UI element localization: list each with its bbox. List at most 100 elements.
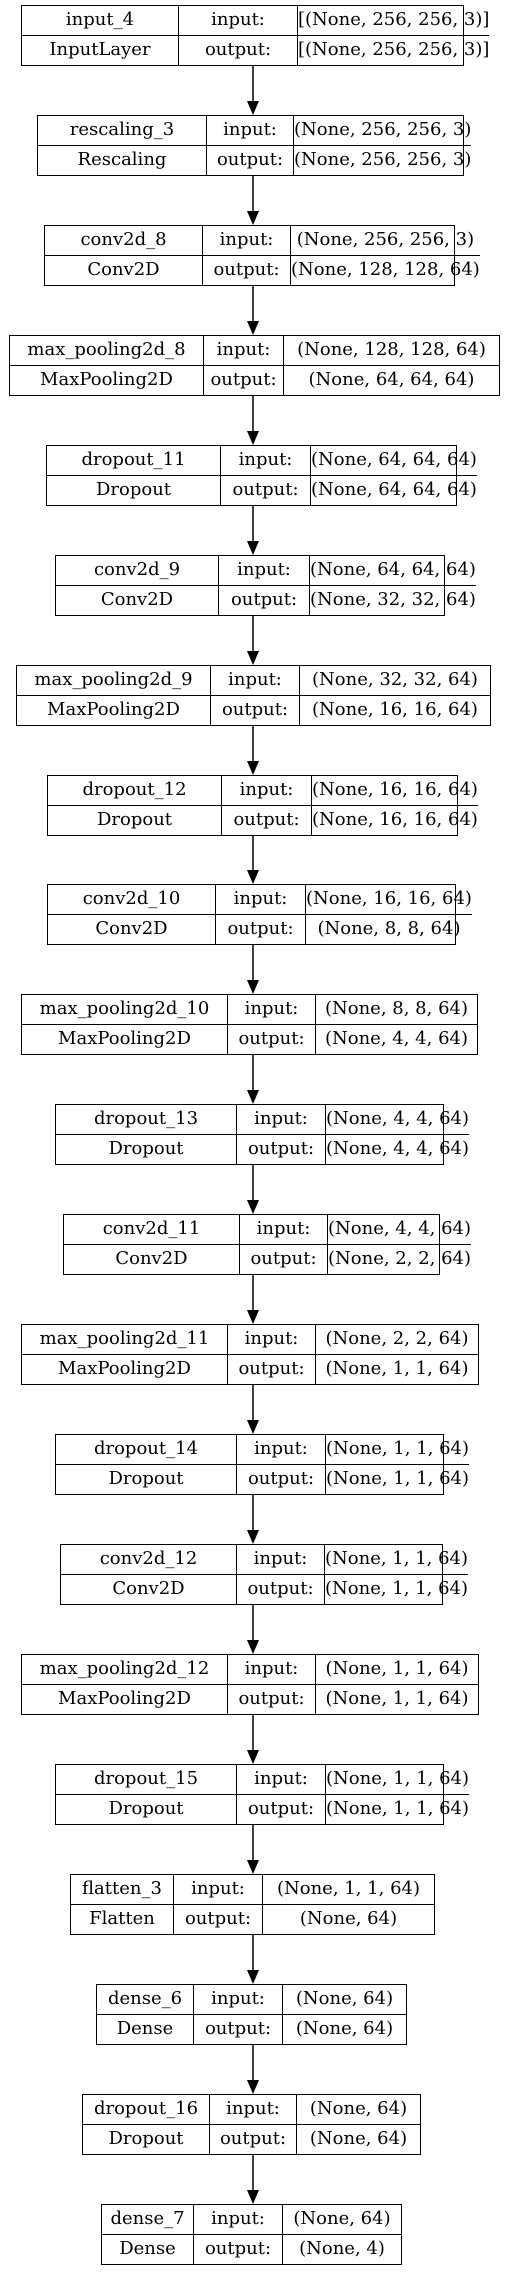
edge-arrowhead bbox=[247, 101, 259, 115]
output-shape: (None, 4, 4, 64) bbox=[326, 1138, 470, 1160]
edge-arrowhead bbox=[247, 1420, 259, 1434]
edge-arrowhead bbox=[247, 761, 259, 775]
input-label: input: bbox=[228, 1325, 316, 1355]
layer-type: Dropout bbox=[56, 1134, 237, 1164]
output-shape: (None, 32, 32, 64) bbox=[310, 589, 476, 611]
layer-type: Conv2D bbox=[45, 255, 203, 285]
edge-arrowhead bbox=[247, 1750, 259, 1764]
input-label: input: bbox=[210, 2095, 297, 2125]
output-shape: (None, 256, 256, 3) bbox=[294, 149, 472, 171]
output-shape: (None, 16, 16, 64) bbox=[312, 809, 478, 831]
output-shape: (None, 8, 8, 64) bbox=[317, 918, 461, 940]
input-shape: (None, 32, 32, 64) bbox=[300, 666, 490, 696]
input-shape: (None, 64) bbox=[297, 2095, 420, 2125]
layer-type: MaxPooling2D bbox=[22, 1024, 228, 1054]
input-label: input: bbox=[237, 1765, 326, 1795]
layer-type: Rescaling bbox=[38, 145, 207, 175]
output-label: output: bbox=[237, 1794, 326, 1824]
edge-arrowhead bbox=[247, 1200, 259, 1214]
input-shape: (None, 64, 64, 64) bbox=[311, 446, 477, 476]
layer-name: conv2d_11 bbox=[64, 1215, 240, 1245]
edge-arrowhead bbox=[247, 321, 259, 335]
output-shape: (None, 1, 1, 64) bbox=[326, 1468, 470, 1490]
output-label: output: bbox=[219, 585, 310, 615]
input-label: input: bbox=[216, 885, 306, 915]
output-label: output: bbox=[228, 1354, 316, 1384]
layer-name: dropout_15 bbox=[56, 1765, 237, 1795]
input-label: input: bbox=[228, 995, 316, 1025]
edge-arrowhead bbox=[247, 1640, 259, 1654]
output-label: output: bbox=[237, 1464, 326, 1494]
output-shape: (None, 4) bbox=[299, 2238, 385, 2260]
output-shape: (None, 16, 16, 64) bbox=[312, 699, 478, 721]
input-shape: (None, 1, 1, 64) bbox=[325, 1545, 469, 1575]
input-label: input: bbox=[237, 1545, 325, 1575]
layer-name: max_pooling2d_10 bbox=[22, 995, 228, 1025]
output-label: output: bbox=[203, 255, 291, 285]
input-label: input: bbox=[204, 336, 284, 366]
layer-type: Dropout bbox=[56, 1794, 237, 1824]
input-shape: (None, 16, 16, 64) bbox=[312, 776, 478, 806]
output-shape: (None, 64) bbox=[309, 2128, 408, 2150]
edge-arrowhead bbox=[247, 1090, 259, 1104]
input-label: input: bbox=[207, 116, 294, 146]
edge-arrowhead bbox=[247, 1310, 259, 1324]
layer-name: conv2d_9 bbox=[56, 556, 219, 586]
input-shape: (None, 1, 1, 64) bbox=[263, 1875, 434, 1905]
input-label: input: bbox=[237, 1105, 326, 1135]
output-shape: (None, 1, 1, 64) bbox=[326, 1798, 470, 1820]
output-shape: (None, 64) bbox=[299, 1908, 398, 1930]
layer-name: rescaling_3 bbox=[38, 116, 207, 146]
input-shape: (None, 128, 128, 64) bbox=[284, 336, 499, 366]
input-label: input: bbox=[211, 666, 300, 696]
input-shape: (None, 4, 4, 64) bbox=[328, 1215, 472, 1245]
layer-name: max_pooling2d_8 bbox=[10, 336, 204, 366]
output-label: output: bbox=[228, 1024, 316, 1054]
input-shape: (None, 64, 64, 64) bbox=[310, 556, 476, 586]
input-shape: (None, 1, 1, 64) bbox=[326, 1435, 470, 1465]
layer-type: Dropout bbox=[56, 1464, 237, 1494]
layer-type: Dropout bbox=[47, 475, 221, 505]
input-shape: (None, 8, 8, 64) bbox=[316, 995, 477, 1025]
layer-type: Dropout bbox=[48, 805, 222, 835]
layer-name: conv2d_10 bbox=[48, 885, 216, 915]
layer-name: conv2d_8 bbox=[45, 226, 203, 256]
input-shape: (None, 256, 256, 3) bbox=[294, 116, 472, 146]
input-shape: (None, 2, 2, 64) bbox=[316, 1325, 478, 1355]
input-shape: (None, 256, 256, 3) bbox=[291, 226, 480, 256]
layer-type: Dense bbox=[97, 2014, 194, 2044]
layer-name: flatten_3 bbox=[71, 1875, 174, 1905]
input-shape: (None, 64) bbox=[283, 1985, 406, 2015]
output-label: output: bbox=[204, 365, 284, 395]
output-label: output: bbox=[216, 914, 306, 944]
layer-type: Conv2D bbox=[61, 1574, 237, 1604]
edge-arrowhead bbox=[247, 211, 259, 225]
layer-name: dropout_11 bbox=[47, 446, 221, 476]
layer-name: dropout_14 bbox=[56, 1435, 237, 1465]
layer-type: MaxPooling2D bbox=[10, 365, 204, 395]
layer-type: InputLayer bbox=[22, 35, 179, 65]
output-label: output: bbox=[228, 1684, 316, 1714]
edge-arrowhead bbox=[247, 431, 259, 445]
input-label: input: bbox=[179, 6, 298, 36]
layer-name: dropout_13 bbox=[56, 1105, 237, 1135]
output-shape: (None, 64, 64, 64) bbox=[308, 369, 475, 391]
output-label: output: bbox=[222, 805, 312, 835]
input-label: input: bbox=[194, 2205, 283, 2235]
output-shape: (None, 64, 64, 64) bbox=[311, 479, 477, 501]
output-shape: (None, 64) bbox=[295, 2018, 394, 2040]
layer-type: Dropout bbox=[83, 2124, 210, 2154]
